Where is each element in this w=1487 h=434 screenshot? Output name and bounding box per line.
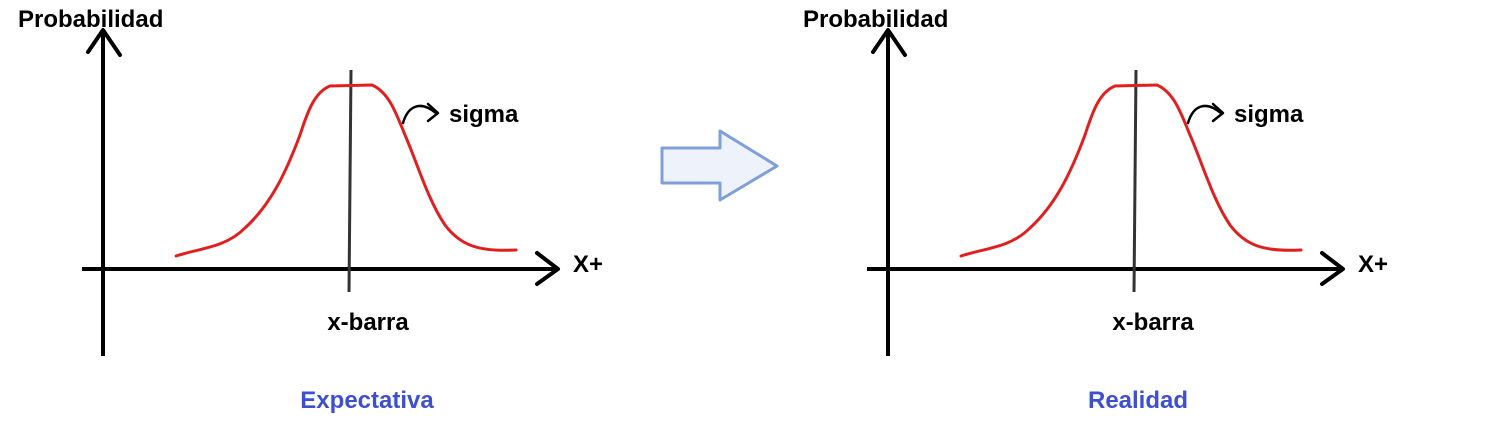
sigma-pointer-arrowhead (1211, 102, 1225, 123)
mean-line (347, 69, 353, 293)
panel-expectativa: Probabilidad X+ x-barra sigma Expectativ… (18, 6, 603, 414)
y-axis-label: Probabilidad (18, 6, 163, 33)
mean-label: x-barra (1112, 309, 1194, 336)
right-arrow-icon (660, 129, 779, 202)
sigma-pointer-arrow (1186, 104, 1223, 125)
x-axis-arrowhead (1320, 251, 1345, 286)
caption: Expectativa (300, 387, 434, 414)
sigma-label: sigma (1234, 101, 1304, 128)
bell-curve (174, 83, 518, 258)
sigma-pointer-arrowhead (426, 102, 440, 123)
y-axis-label: Probabilidad (803, 6, 948, 33)
sigma-label: sigma (449, 101, 519, 128)
sigma-pointer-arrow (401, 104, 438, 125)
x-axis-label: X+ (573, 251, 603, 278)
panel-realidad: Probabilidad X+ x-barra sigma Realidad (803, 6, 1388, 414)
y-axis-arrowhead (86, 28, 122, 57)
transition-arrow (660, 129, 779, 202)
mean-line (1132, 69, 1138, 293)
bell-curve (959, 83, 1303, 258)
x-axis-arrowhead (535, 251, 560, 286)
x-axis-label: X+ (1358, 251, 1388, 278)
mean-label: x-barra (327, 309, 409, 336)
y-axis-arrowhead (871, 28, 907, 57)
caption: Realidad (1088, 387, 1188, 414)
